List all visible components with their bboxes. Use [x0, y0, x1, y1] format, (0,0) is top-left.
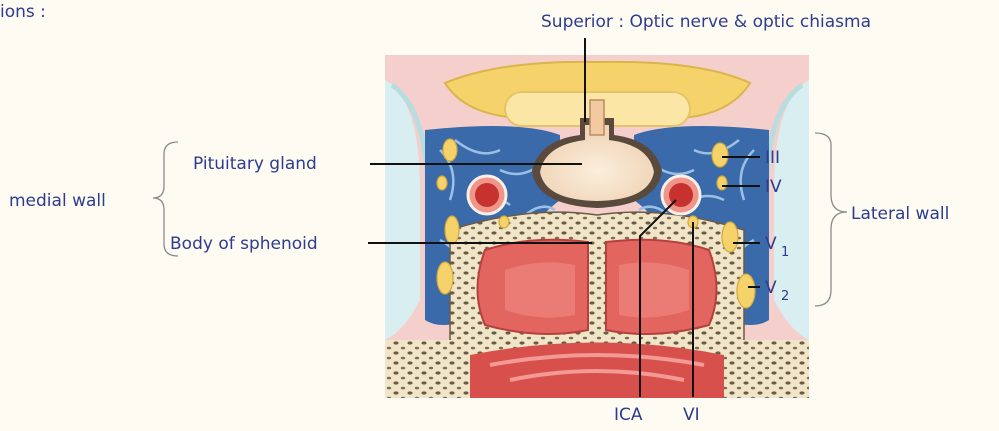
left-nerve-iv	[437, 176, 447, 190]
nerve-v1-subscript: 1	[781, 245, 789, 260]
nerve-v2-subscript: 2	[781, 289, 789, 304]
lateral-wall-brace	[815, 133, 847, 306]
nerve-vi-label: VI	[683, 405, 700, 425]
nerve-v1-label: V	[765, 234, 777, 254]
superior-label: Superior : Optic nerve & optic chiasma	[541, 12, 871, 32]
nerve-iii-label: III	[765, 148, 780, 168]
right-nerve-v2	[737, 274, 755, 308]
nerve-iv-label: IV	[765, 177, 782, 197]
lateral-wall-label: Lateral wall	[851, 204, 949, 224]
anatomy-illustration	[385, 55, 809, 400]
left-nerve-v1	[445, 216, 459, 244]
left-nerve-vi	[499, 216, 509, 228]
right-nerve-iii	[712, 143, 728, 167]
pituitary-stalk	[590, 100, 604, 135]
medial-wall-label: medial wall	[9, 191, 106, 211]
right-nerve-v1	[722, 222, 738, 252]
left-nerve-iii	[443, 139, 457, 161]
ica-label: ICA	[614, 405, 643, 425]
nerve-v2-label: V	[765, 278, 777, 298]
sphenoid-label: Body of sphenoid	[170, 234, 318, 254]
pituitary-label: Pituitary gland	[193, 154, 317, 174]
right-nerve-iv	[717, 176, 727, 190]
left-nerve-v2	[437, 262, 453, 294]
header-fragment: ions :	[0, 2, 46, 22]
